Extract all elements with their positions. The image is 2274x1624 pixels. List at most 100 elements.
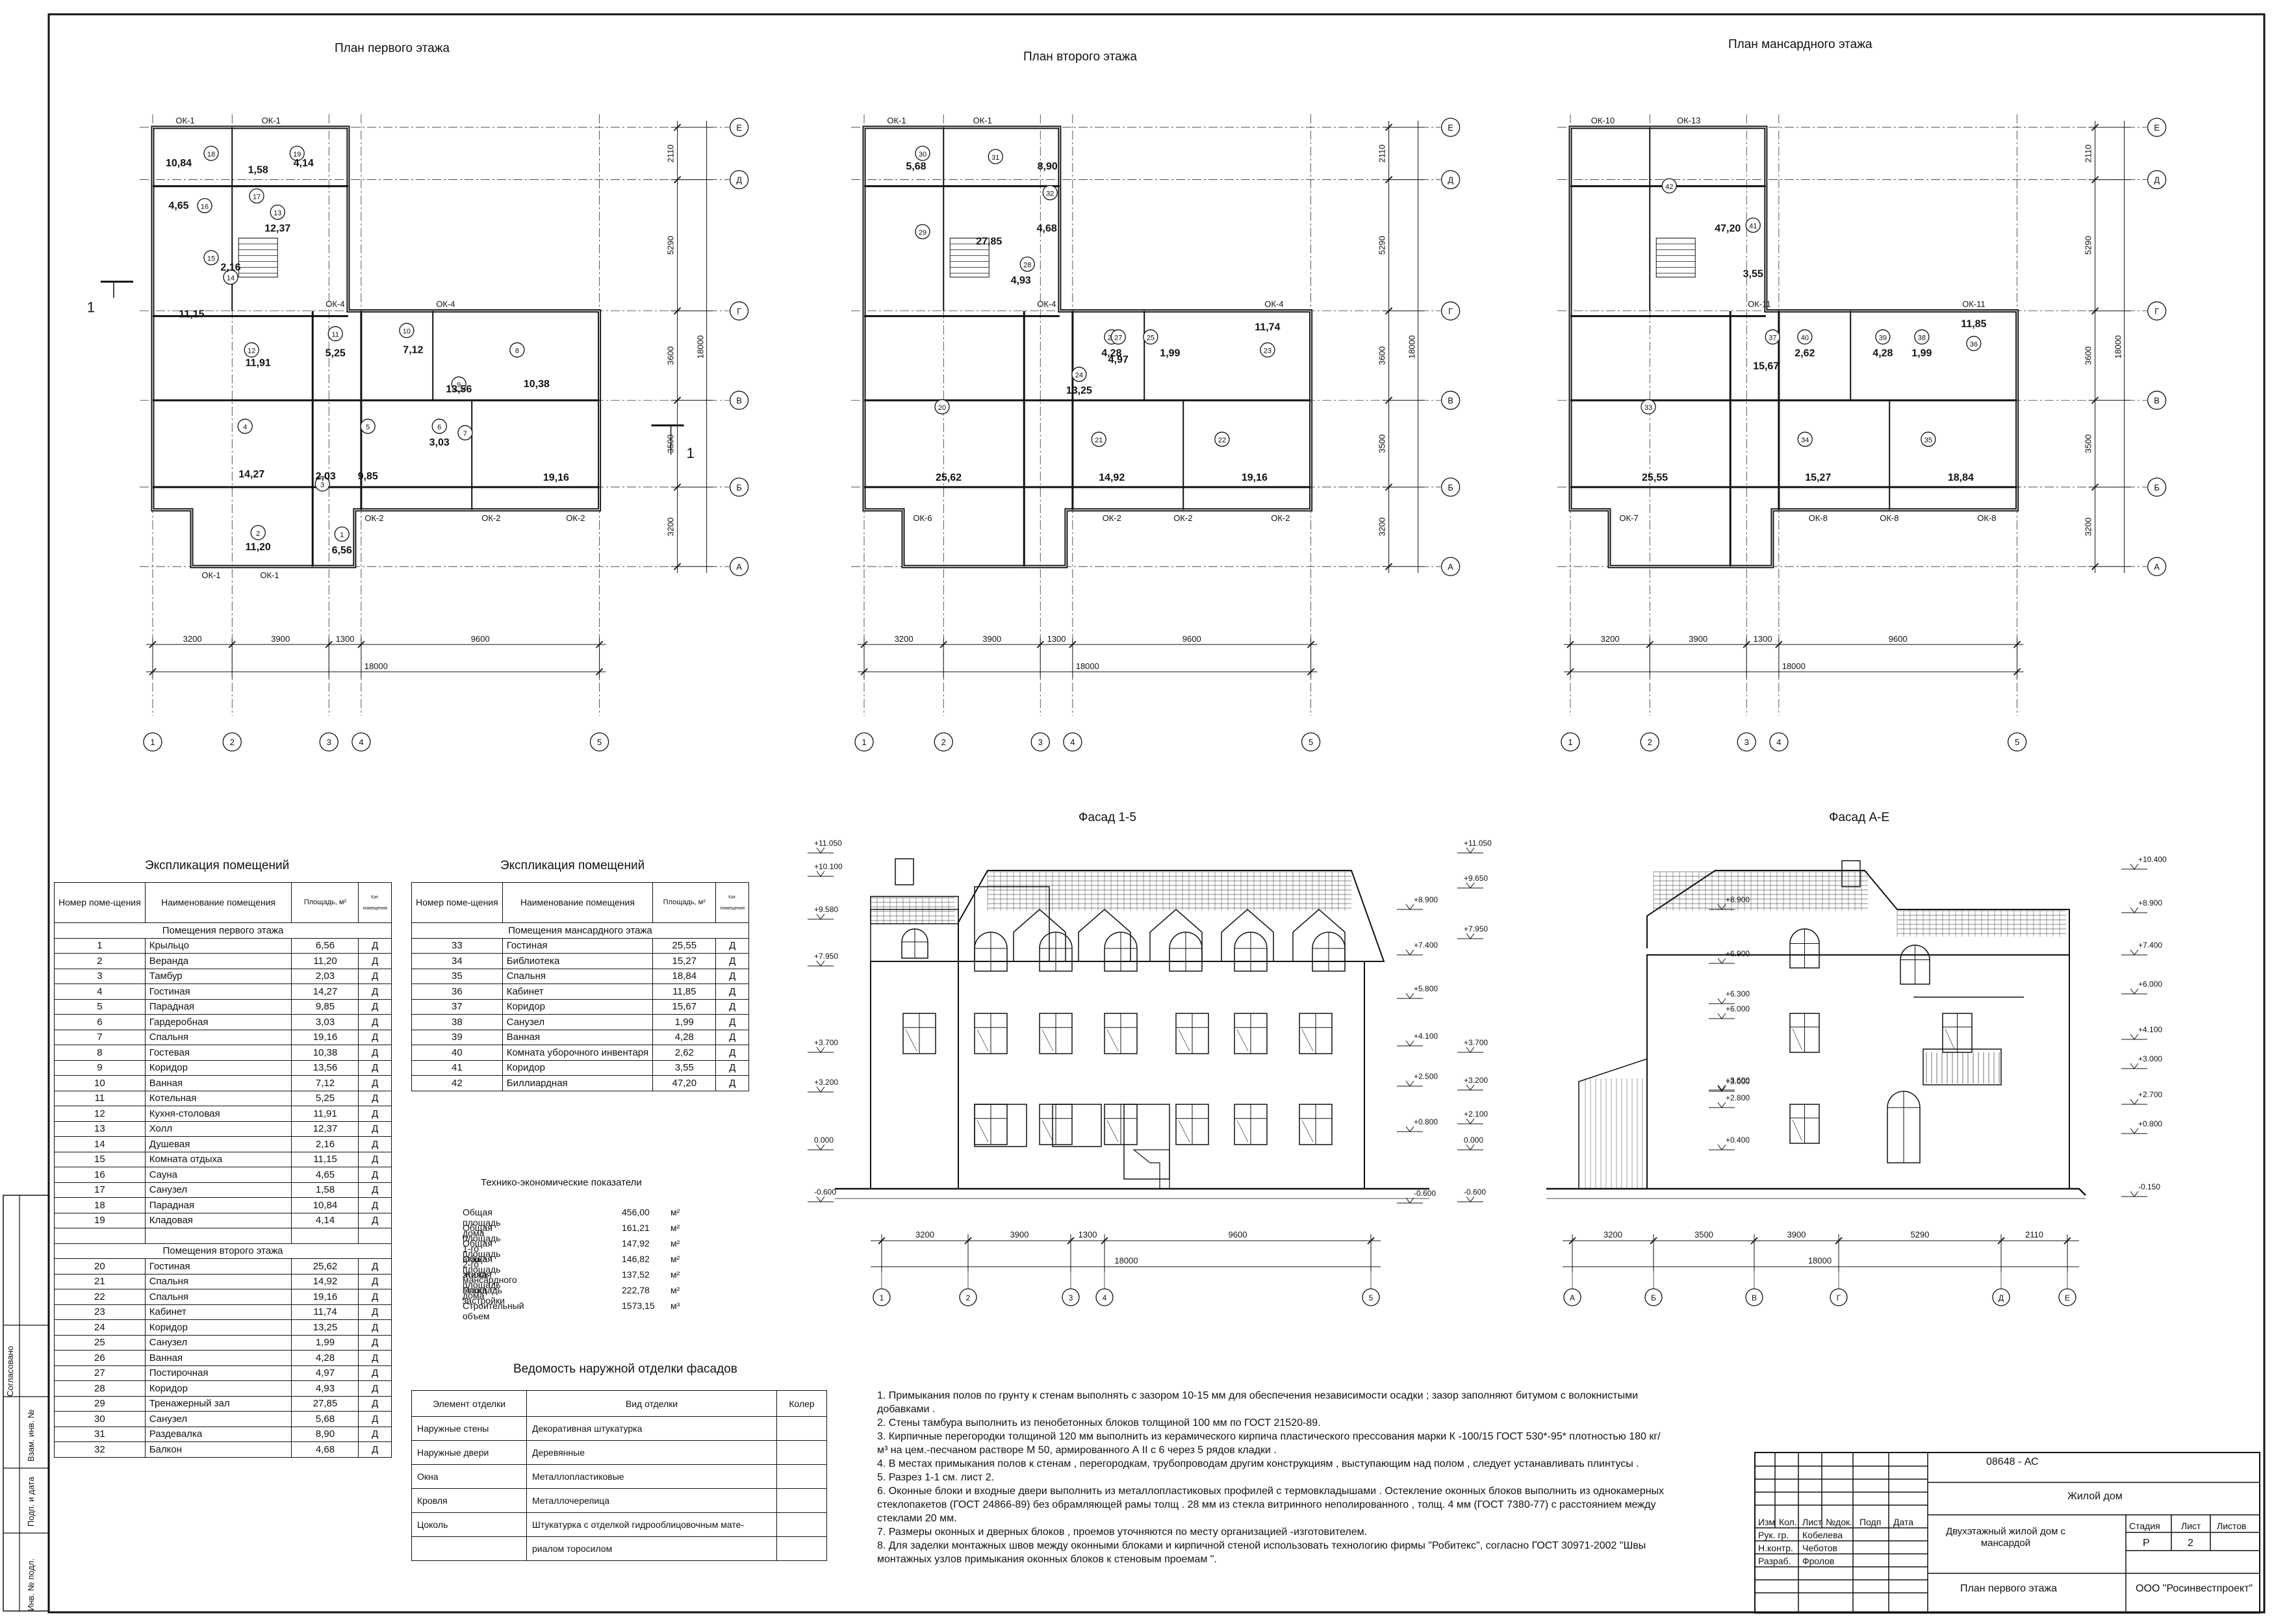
room-category: Д [358,998,392,1015]
dim-total-label: 18000 [1808,1256,1832,1265]
dim-tick [1385,307,1393,315]
room-area: 14,27 [238,469,264,480]
window-arched [1039,932,1073,972]
room-number: 4 [54,983,146,1000]
room-area: 4,68 [291,1441,359,1458]
dim-tick [2013,668,2021,676]
side-stamp-inv: Инв. № подл. [26,1558,36,1611]
room-area: 5,68 [906,161,926,172]
tep-label: Общая площадь 2-го этажа [463,1238,501,1280]
col-name: Наименование помещения [502,882,654,923]
axis-number: 3 [1069,1293,1073,1302]
finish-element: Окна [411,1464,527,1489]
room-category: Д [715,953,749,969]
col-category: Кат. помещения [358,882,392,923]
axis-number: 1 [150,737,155,747]
window-mark: ОК-2 [566,513,585,523]
dim-tick [325,641,333,648]
facade-15-left-wall [870,961,959,1189]
dim-label: 3500 [1694,1230,1713,1239]
dim-label: 9600 [1229,1230,1247,1239]
finish-element: Кровля [411,1488,527,1513]
tep-unit: м² [671,1223,680,1233]
window-arched [1104,932,1138,972]
room-area: 6,56 [332,545,352,556]
window-mark: ОК-1 [887,116,906,125]
room-name: Спальня [502,968,654,984]
dormer-gable [1221,909,1274,961]
room-name: Санузел [502,1014,654,1030]
room-area: 1,58 [248,165,268,176]
dim-tick [673,307,682,315]
finish-element: Наружные стены [411,1416,527,1441]
dim-label: 3900 [982,634,1001,644]
axis-number: 3 [327,737,331,747]
room-number-bubble [1110,329,1126,345]
room-number: 41 [1749,223,1757,231]
window-arched [1169,932,1203,972]
dim-label: 3200 [666,518,676,537]
dim-label: 3200 [183,634,202,644]
room-number: 29 [919,229,926,237]
room-name: Холл [144,1121,292,1137]
level-label: 0.000 [814,1136,834,1145]
level-arrow [1717,1144,1726,1150]
room-number: 10 [54,1075,146,1091]
axis-bubble [1440,390,1461,410]
room-number-bubble [1921,431,1936,447]
room-name: Спальня [144,1273,292,1289]
explication-left-title: Экспликация помещений [145,859,290,872]
stamp-col-izm: Изм [1758,1517,1776,1527]
room-area: 11,20 [291,953,359,969]
dormer-gable [1149,909,1203,961]
room-area: 2,03 [316,471,336,482]
axis-number: 1 [1568,737,1572,747]
axis-number: 5 [2015,737,2019,747]
room-category: Д [715,1029,749,1045]
facade-15-roof [958,870,1385,962]
stamp-person-1: Кобелева [1802,1530,1843,1540]
window-mark: ОК-2 [1173,513,1192,523]
room-number-bubble [203,249,219,266]
level-arrow [816,960,825,967]
level-arrow [1466,1196,1475,1202]
room-area: 4,14 [294,158,314,169]
room-area: 13,25 [291,1319,359,1336]
room-area: 47,20 [652,1075,717,1091]
room-category: Д [358,953,392,969]
room-category: Д [358,1014,392,1030]
room-category: Д [358,1411,392,1427]
stamp-role-3: Разраб. [1758,1556,1791,1566]
tep-label: Жилая площадь дома [463,1269,501,1300]
window-opening-sign [905,1029,917,1052]
axis-bubble [2147,557,2167,576]
room-category: Д [715,1059,749,1076]
room-number: 36 [411,983,503,1000]
dim-tick [595,641,604,648]
dim-tick [964,1237,972,1245]
dim-tick [1835,1237,1843,1245]
outer-wall [151,125,602,568]
room-category: Д [715,1045,749,1061]
note-item: 5. Разрез 1-1 см. лист 2. [877,1472,995,1483]
dim-tick [149,641,157,648]
room-number: 8 [54,1045,146,1061]
room-area: 4,28 [1101,348,1121,359]
room-number: 40 [1801,335,1809,342]
level-arrow [816,913,825,920]
room-name: Гостиная [502,937,654,954]
explication-left-table: Номер поме-щения Наименование помещения … [54,882,392,1458]
stamp-object: Жилой дом [2067,1491,2123,1502]
window-mark: ОК-2 [481,513,500,523]
axis-letter: А [736,562,742,572]
axis-letter: Е [1448,123,1453,133]
room-number-bubble [399,323,415,338]
room-number: 16 [54,1167,146,1183]
